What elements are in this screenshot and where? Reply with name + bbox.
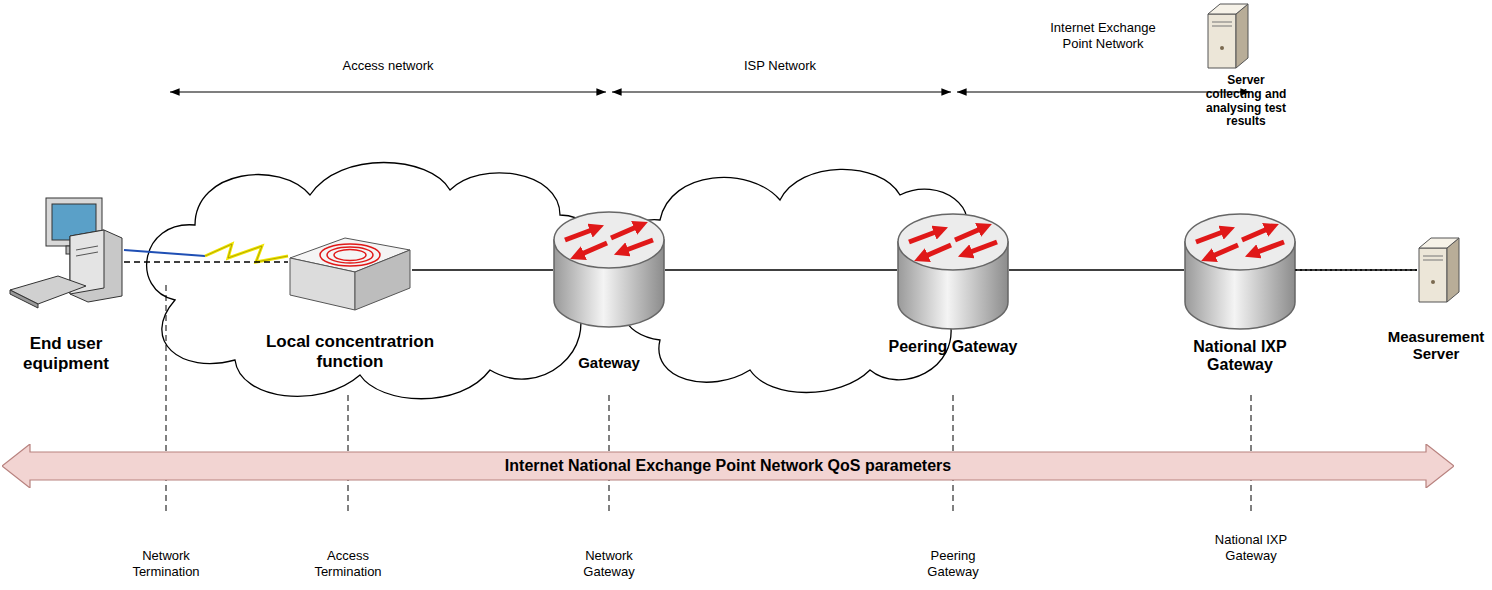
device-label: Gateway [554,354,664,371]
router-icon [898,214,1008,329]
network-link [412,269,553,270]
device-node: Gateway [553,210,665,330]
device-node: End user equipment [8,198,124,308]
annotation-label: Internet Exchange Point Network [1038,20,1168,53]
network-link [1294,269,1417,270]
network-link [1009,269,1184,270]
annotation-label: Access network [288,58,488,74]
device-node: National IXP Gateway [1184,212,1296,332]
annotation-label: Peering Gateway [913,548,993,581]
server-icon [1208,4,1248,68]
annotation-label: ISP Network [680,58,880,74]
network-link [124,261,288,262]
concentrator-icon [290,238,410,310]
annotation-label: Network Termination [116,548,216,581]
pc-icon [10,198,122,308]
network-link [665,269,897,270]
annotation-label: National IXP Gateway [1201,532,1301,565]
server-icon [1419,238,1459,302]
router-icon [554,212,664,327]
device-node: Peering Gateway [897,212,1009,332]
band-arrow: Internet National Exchange Point Network… [2,444,1454,488]
device-node: Server collecting and analysing test res… [1204,0,1294,133]
annotation-label: Access Termination [298,548,398,581]
device-label: End user equipment [6,334,126,373]
device-label: Server collecting and analysing test res… [1201,74,1291,129]
router-icon [1185,214,1295,329]
device-node: Measurement Server [1417,236,1461,304]
annotation-label: Network Gateway [569,548,649,581]
band-title: Internet National Exchange Point Network… [2,444,1454,488]
wireless-link [124,244,288,262]
device-node: Local concentratrion function [288,236,412,312]
cloud [147,163,602,399]
dimension-arrows [170,91,1250,92]
device-label: National IXP Gateway [1185,338,1295,375]
device-label: Peering Gateway [873,338,1033,356]
device-label: Local concentratrion function [250,332,450,371]
device-label: Measurement Server [1384,328,1488,363]
